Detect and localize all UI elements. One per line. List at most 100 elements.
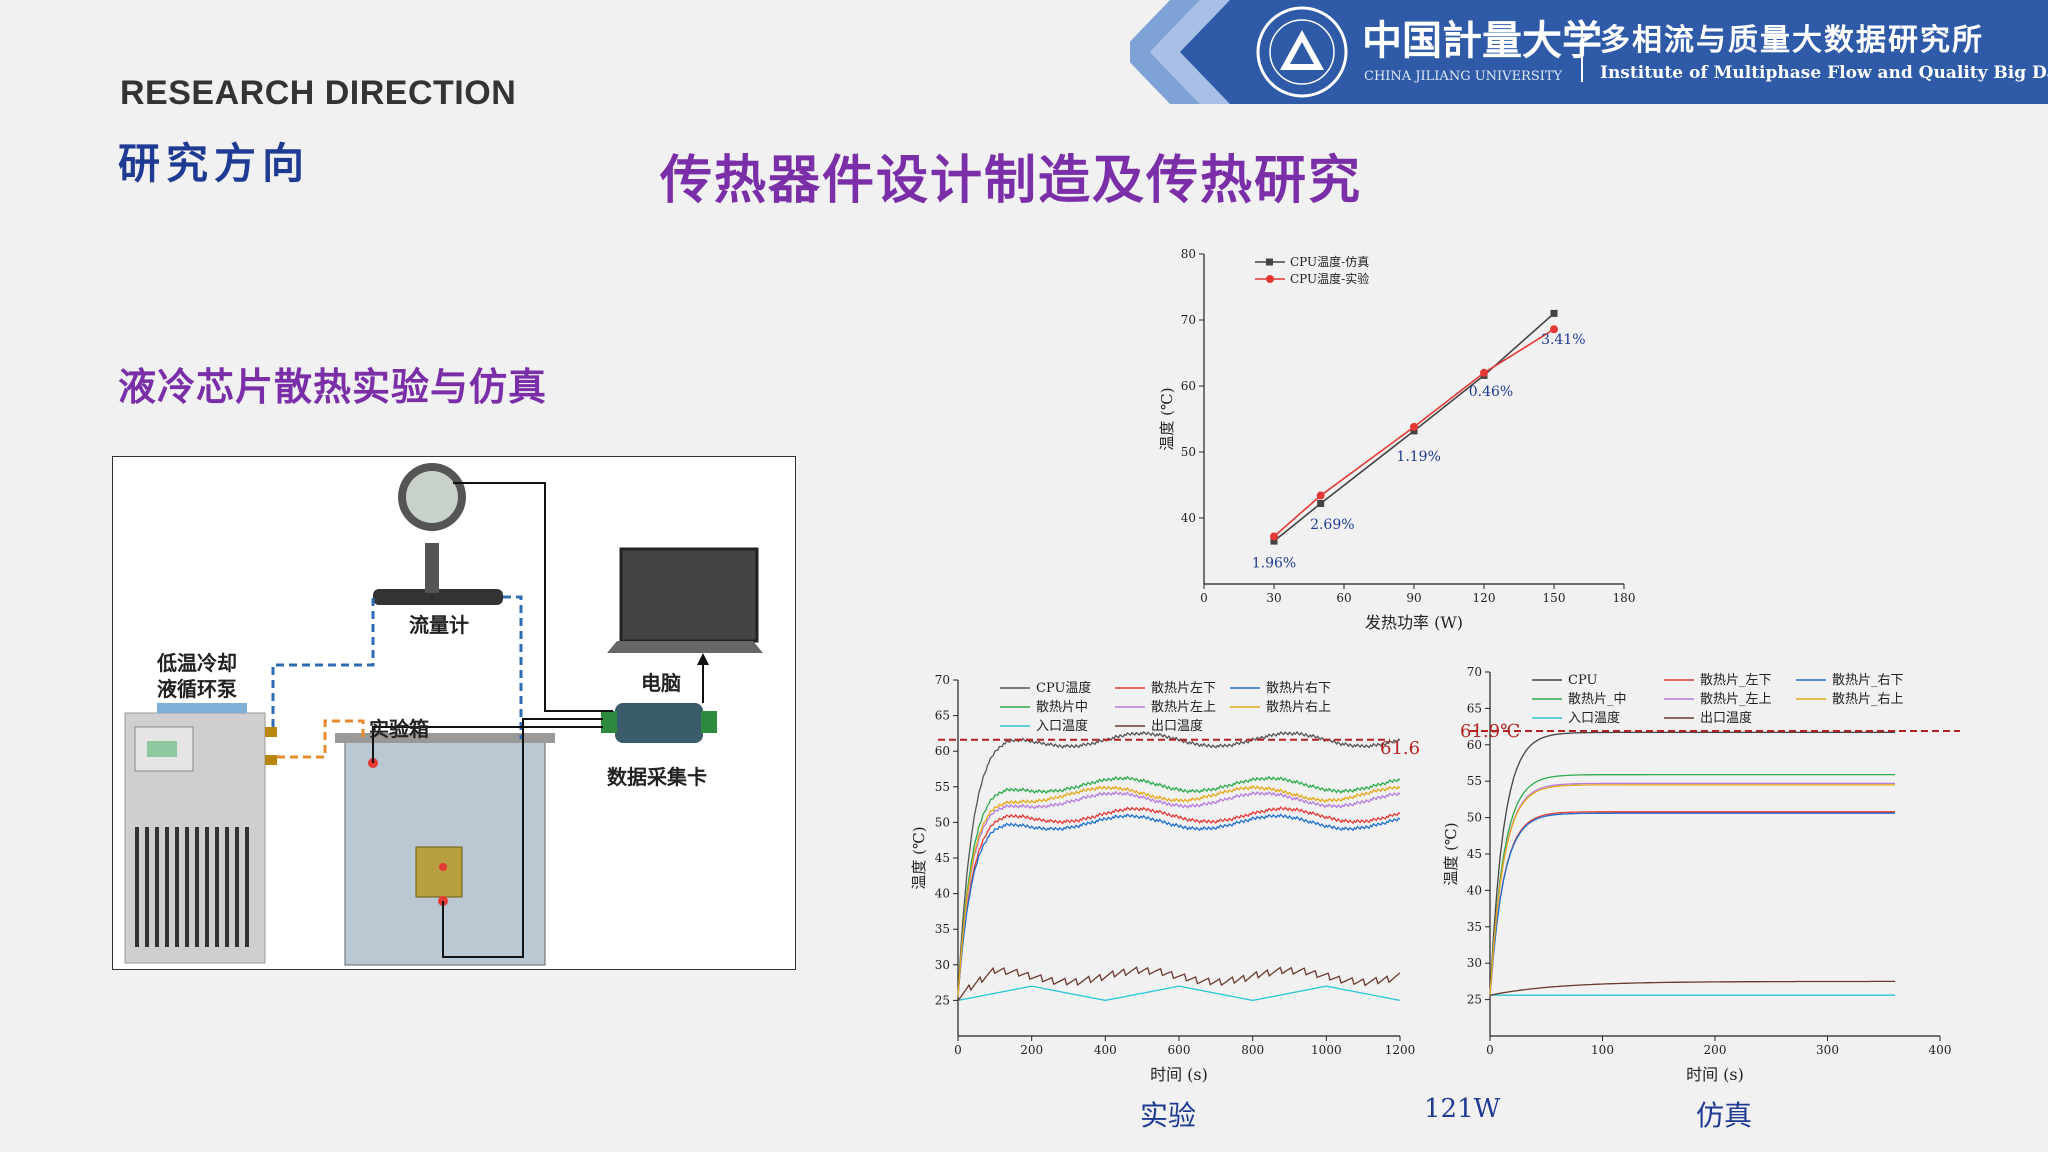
y-tick-label: 70 (1181, 313, 1196, 327)
series-line (1489, 782, 1895, 997)
series-line (957, 775, 1401, 997)
y-tick-label: 70 (935, 673, 950, 687)
x-axis-title: 时间 (s) (1686, 1065, 1744, 1084)
legend-label: 散热片右下 (1266, 681, 1331, 696)
section-title: 液冷芯片散热实验与仿真 (118, 365, 548, 409)
legend-label: 入口温度 (1036, 718, 1088, 734)
x-tick-label: 90 (1406, 591, 1421, 605)
x-tick-label: 200 (1020, 1043, 1043, 1057)
y-tick-label: 50 (1181, 445, 1196, 459)
main-title: 传热器件设计制造及传热研究 (660, 151, 1363, 211)
label-simulation: 仿真 (1696, 1099, 1753, 1132)
x-tick-label: 100 (1591, 1043, 1614, 1057)
x-tick-label: 600 (1168, 1043, 1191, 1057)
legend-label: CPU温度 (1036, 680, 1091, 696)
series-line (1489, 812, 1895, 997)
y-tick-label: 55 (1467, 774, 1482, 788)
experiment-diagram: 低温冷却 液循环泵 流量计 实验箱 电脑 数据采集卡 (112, 456, 796, 970)
label-power: 121W (1424, 1094, 1501, 1124)
label-flowmeter: 流量计 (409, 613, 469, 637)
eng-heading: RESEARCH DIRECTION (120, 74, 517, 112)
y-tick-label: 55 (935, 780, 950, 794)
legend-label: 散热片右上 (1266, 700, 1331, 715)
data-point-circle (1550, 325, 1558, 334)
inst-en: Institute of Multiphase Flow and Quality… (1600, 63, 2048, 83)
inst-cn: 多相流与质量大数据研究所 (1600, 23, 1984, 58)
y-tick-label: 30 (1467, 956, 1482, 970)
series-line (1489, 784, 1895, 997)
y-tick-label: 25 (1467, 993, 1482, 1007)
data-point-circle (1270, 532, 1278, 541)
x-tick-label: 400 (1094, 1043, 1117, 1057)
y-tick-label: 50 (935, 815, 950, 829)
legend-label: CPU温度-实验 (1290, 271, 1369, 286)
y-tick-label: 40 (935, 887, 950, 901)
x-axis-title: 发热功率 (W) (1365, 613, 1463, 632)
legend-marker (1266, 275, 1274, 283)
y-axis-title: 温度 (℃) (1158, 387, 1176, 450)
legend-label: 散热片左上 (1151, 700, 1216, 715)
x-tick-label: 400 (1929, 1043, 1952, 1057)
series-line (957, 813, 1401, 997)
x-tick-label: 120 (1473, 591, 1496, 605)
experiment-box (335, 733, 555, 966)
banner-chevron-light (1130, 0, 1200, 104)
x-tick-label: 180 (1613, 591, 1636, 605)
y-tick-label: 60 (935, 744, 950, 758)
y-tick-label: 35 (935, 922, 950, 936)
y-tick-label: 60 (1467, 738, 1482, 752)
x-tick-label: 30 (1266, 591, 1281, 605)
y-tick-label: 25 (935, 993, 950, 1007)
y-tick-label: 70 (1467, 665, 1482, 679)
label-chiller: 低温冷却 (157, 651, 237, 675)
label-daq: 数据采集卡 (607, 765, 707, 789)
y-tick-label: 40 (1181, 511, 1196, 525)
banner-chevron-lighter (1150, 0, 1230, 104)
flowmeter (373, 463, 503, 605)
y-tick-label: 40 (1467, 883, 1482, 897)
reference-label: 61.6℃ (1380, 738, 1420, 759)
legend-label: 散热片_右上 (1832, 692, 1904, 707)
legend-label: 散热片_中 (1568, 692, 1627, 707)
series-line (1489, 773, 1895, 997)
x-tick-label: 0 (1486, 1043, 1494, 1057)
legend-label: 散热片_左下 (1700, 673, 1772, 688)
university-seal-icon (1256, 6, 1348, 98)
y-tick-label: 65 (1467, 701, 1482, 715)
banner-bg (1170, 0, 2048, 104)
x-tick-label: 150 (1543, 591, 1566, 605)
series-line (1489, 980, 1895, 996)
y-axis-title: 温度 (℃) (1442, 822, 1460, 885)
x-tick-label: 1200 (1385, 1043, 1416, 1057)
series-line (1489, 811, 1895, 997)
label-pc: 电脑 (641, 671, 681, 695)
series-line (957, 985, 1401, 1002)
legend-label: CPU (1568, 673, 1597, 688)
y-tick-label: 30 (935, 958, 950, 972)
series-line (957, 966, 1401, 1002)
y-tick-label: 45 (935, 851, 950, 865)
y-tick-label: 50 (1467, 811, 1482, 825)
data-point-circle (1410, 422, 1418, 431)
data-point-circle (1316, 491, 1325, 500)
legend-label: 入口温度 (1568, 710, 1620, 726)
x-tick-label: 1000 (1311, 1043, 1342, 1057)
annotation-label: 0.46% (1469, 384, 1513, 400)
y-tick-label: 80 (1181, 247, 1196, 261)
diagram-drawing (124, 463, 763, 966)
series-line (957, 730, 1401, 997)
university-banner: 中国計量大学 CHINA JILIANG UNIVERSITY 多相流与质量大数… (1130, 0, 2048, 104)
univ-en: CHINA JILIANG UNIVERSITY (1364, 69, 1563, 84)
label-experiment-box: 实验箱 (369, 717, 429, 741)
y-tick-label: 60 (1181, 379, 1196, 393)
x-tick-label: 800 (1241, 1043, 1264, 1057)
y-tick-label: 35 (1467, 920, 1482, 934)
laptop (607, 547, 763, 653)
annotation-label: 1.19% (1396, 449, 1440, 465)
legend-label: 出口温度 (1700, 710, 1752, 726)
annotation-label: 1.96% (1252, 556, 1296, 572)
series-line (957, 806, 1401, 997)
